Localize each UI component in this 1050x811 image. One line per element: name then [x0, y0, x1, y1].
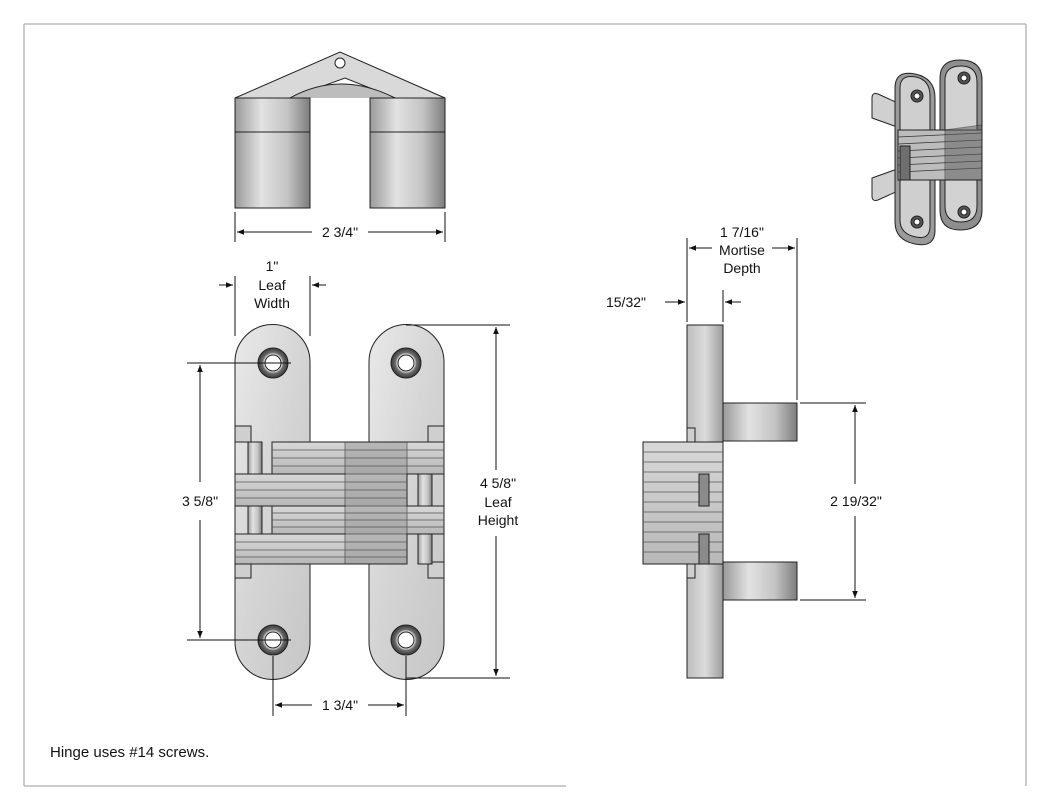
leaf-height-dimension: [406, 324, 510, 679]
leaf-height-label-line1: Leaf: [484, 494, 511, 510]
leaf-height-value: 4 5/8": [480, 475, 516, 491]
flange-offset-dimension: [665, 290, 741, 322]
mortise-depth-label-line2: Depth: [723, 260, 760, 276]
screw-hole-icon: [390, 624, 422, 656]
overall-width-label: 2 3/4": [322, 224, 358, 240]
flange-offset-label: 15/32": [606, 294, 646, 310]
leaf-width-value: 1": [266, 258, 279, 274]
body-height-dimension: [800, 402, 866, 601]
mortise-depth-value: 1 7/16": [720, 224, 764, 240]
sheet-border: [23, 23, 1027, 787]
hinge-top-view: [234, 51, 446, 209]
hinge-isometric-icon: [871, 59, 983, 246]
screw-spacing-horizontal-label: 1 3/4": [322, 697, 358, 713]
hinge-side-view: [642, 324, 798, 679]
body-height-label: 2 19/32": [830, 493, 882, 509]
overall-width-dimension: [234, 212, 446, 242]
leaf-width-label-line2: Width: [254, 295, 290, 311]
leaf-height-label-line2: Height: [478, 512, 519, 528]
mortise-depth-label-line1: Mortise: [719, 242, 765, 258]
mortise-depth-dimension: [686, 238, 798, 400]
leaf-width-dimension: [219, 276, 326, 336]
screw-note: Hinge uses #14 screws.: [50, 744, 210, 761]
screw-spacing-horizontal-dimension: [272, 656, 407, 716]
screw-spacing-vertical-dimension: [187, 362, 291, 641]
hinge-front-view: [234, 324, 445, 680]
screw-hole-icon: [390, 347, 422, 379]
leaf-width-label-line1: Leaf: [258, 277, 285, 293]
screw-spacing-vertical-label: 3 5/8": [182, 493, 218, 509]
